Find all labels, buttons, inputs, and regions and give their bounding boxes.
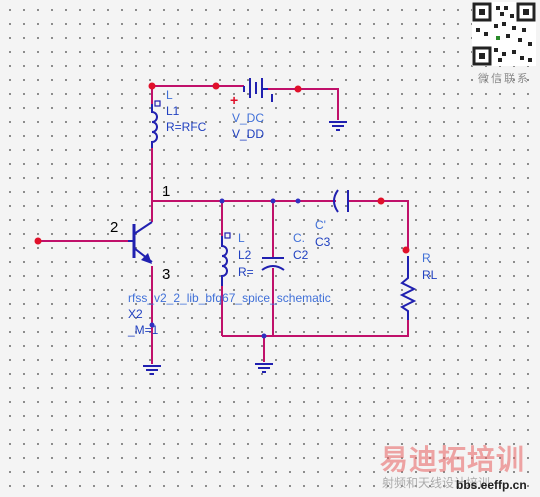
ground-top-right: [329, 121, 347, 131]
l1-param: R=RFC: [166, 120, 207, 134]
pin-vdc-plus[interactable]: [212, 82, 220, 90]
collector-leg: [133, 221, 153, 235]
junction-c3-left: [295, 198, 301, 204]
x2-model: rfss_v2_2_lib_bfq67_spice_schematic: [128, 291, 331, 305]
l2-param: R=: [238, 265, 254, 279]
node-label-emitter: 3: [162, 266, 170, 283]
c2-part: C.: [293, 231, 305, 245]
junction-emitter: [149, 322, 155, 328]
inductor-l1-coil-icon: [151, 104, 158, 148]
capacitor-c3[interactable]: C' C3: [315, 189, 349, 249]
capacitor-c2[interactable]: C. C2: [261, 231, 309, 271]
rl-part: R: [422, 251, 431, 265]
watermark-url: bbs.eeffp.cn: [456, 478, 527, 492]
ground-emitter: [143, 365, 161, 375]
c2-ref: C2: [293, 248, 309, 262]
resistor-rl[interactable]: R RL: [399, 251, 438, 320]
pin-l1-top[interactable]: [148, 82, 156, 90]
qr-caption: 微信联系: [478, 72, 530, 85]
c3-part: C': [315, 218, 326, 232]
ground-icon: [143, 365, 161, 375]
wires: [38, 85, 409, 364]
vdc-value: V_DD: [232, 127, 264, 141]
watermark-brand: 易迪拓培训: [380, 443, 526, 476]
pin-vdc-minus[interactable]: [294, 85, 302, 93]
l1-part: L: [166, 88, 173, 102]
transistor-x2[interactable]: rfss_v2_2_lib_bfq67_spice_schematic X2 _…: [127, 221, 331, 337]
node-label-collector: 1: [162, 183, 170, 200]
capacitor-curved-plate-icon: [333, 189, 339, 213]
rl-ref: RL: [422, 268, 438, 282]
capacitor-curved-plate-icon: [261, 265, 285, 271]
node-label-base: 2: [110, 219, 118, 236]
ground-bottom-bus: [255, 363, 273, 373]
qr-code-icon: [472, 2, 536, 66]
wire-c3-to-rl: [348, 200, 409, 252]
l2-ref: L2: [238, 248, 252, 262]
resistor-zigzag-icon: [399, 256, 417, 320]
wire-battery-to-ground: [268, 88, 339, 120]
emitter-arrow-icon: [141, 253, 152, 264]
junction-l2: [219, 198, 225, 204]
ground-icon: [329, 121, 347, 131]
x2-param: _M=1: [127, 323, 159, 337]
c3-ref: C3: [315, 235, 331, 249]
pins: [34, 82, 410, 339]
inductor-l2[interactable]: L L2 R=: [221, 231, 254, 286]
pin-c3-right[interactable]: [377, 197, 385, 205]
x2-ref: X2: [128, 307, 143, 321]
l2-part: L: [238, 231, 245, 245]
watermark-tagline: 射频和天线设计培训: [382, 476, 491, 490]
pin-rl-top[interactable]: [402, 246, 410, 254]
pin-base-input[interactable]: [34, 237, 42, 245]
ground-icon: [255, 363, 273, 373]
wire-bottom-bus: [222, 320, 409, 337]
inductor-l1[interactable]: L L1 R=RFC: [151, 88, 207, 148]
plus-sign-icon: +: [230, 92, 238, 108]
l1-ref: L1: [166, 104, 180, 118]
pin1-marker-icon: [224, 232, 231, 239]
vdc-part: V_DC: [232, 111, 264, 125]
pin1-marker-icon: [154, 100, 161, 107]
inductor-l2-coil-icon: [221, 236, 228, 286]
junction-ground: [261, 333, 267, 339]
junction-c2: [270, 198, 276, 204]
battery-v-dc[interactable]: + V_DC V_DD: [230, 78, 273, 141]
